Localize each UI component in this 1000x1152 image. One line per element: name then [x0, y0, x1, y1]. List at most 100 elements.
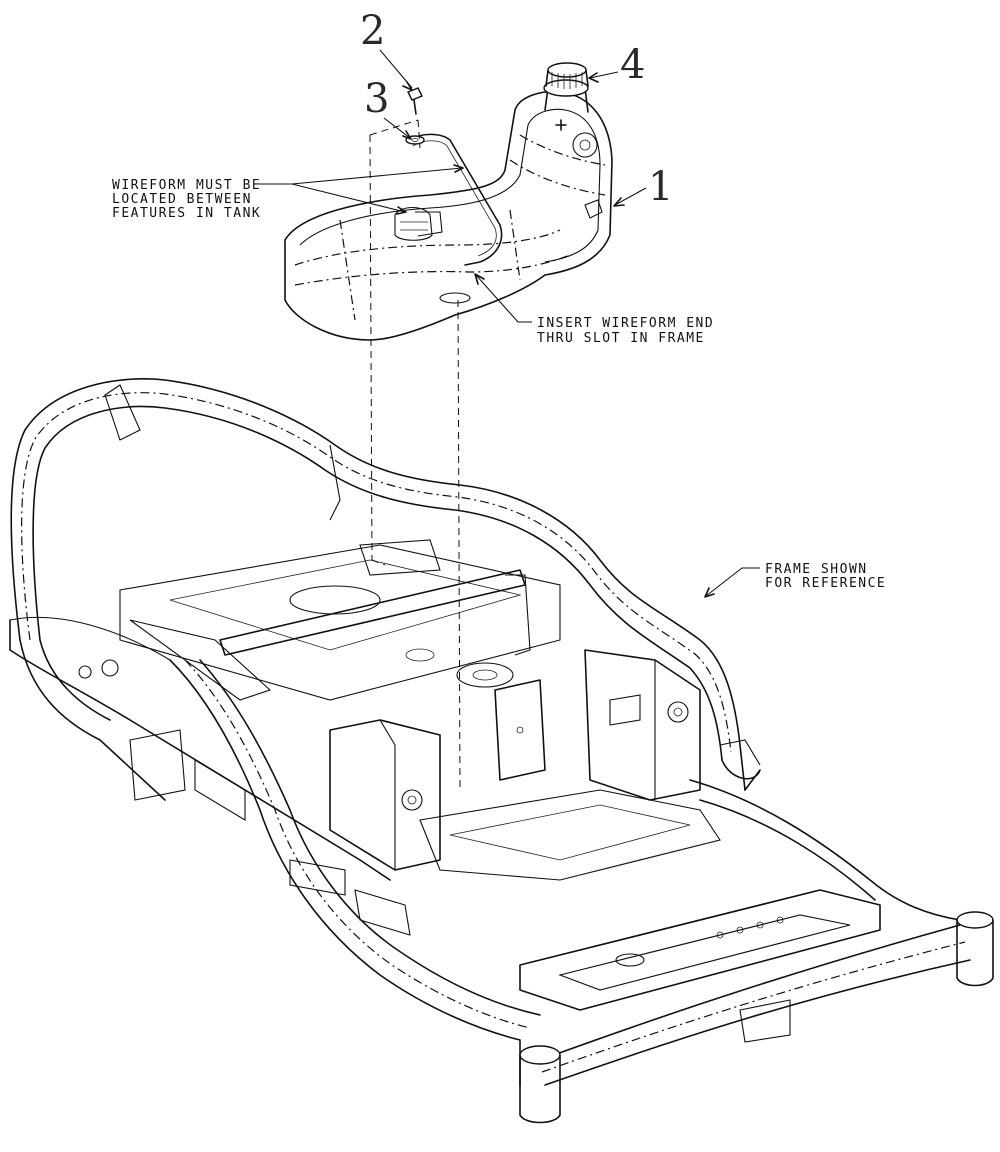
frame-right-box-bracket [584, 649, 701, 801]
frame-front-hitch [739, 999, 791, 1043]
frame-left-bolt [78, 665, 92, 679]
frame-front-crosstube-centerline [541, 941, 966, 1073]
fuel-tank-upper-crease [299, 108, 601, 263]
tank-side-tab [584, 199, 603, 219]
frame-foot-plate-inner [558, 914, 851, 991]
fuel-cap-grip-ribs [551, 72, 583, 89]
frame-rear-loop-centerline [21, 392, 732, 753]
tank-wireform-feature-2 [415, 211, 443, 237]
frame-deck-plate [119, 544, 561, 701]
note-wireform-line-1: WIREFORM MUST BE [112, 178, 261, 193]
note-wireform-line-2: LOCATED BETWEEN [112, 192, 252, 207]
frame-foot-plate-hole-4 [776, 916, 784, 924]
frame-deck-plate-inner [169, 559, 522, 651]
alignment-line-washer [417, 119, 421, 149]
frame-side-tube-outer [169, 659, 521, 1086]
fuel-tank-drawing [284, 62, 613, 341]
frame-left-front-cylinder [519, 1054, 561, 1124]
tank-wireform-feature-1 [394, 206, 433, 241]
screw-head [407, 87, 423, 101]
fuel-tank-mold-line-5 [339, 219, 356, 321]
wireform-strap [409, 133, 503, 266]
callout-4-arrowhead [588, 72, 599, 83]
fuel-tank-mold-line-3 [519, 134, 606, 166]
fuel-tank-mold-line-2 [294, 254, 571, 286]
frame-deck-boss [456, 662, 514, 688]
frame-right-front-cylinder [956, 919, 994, 987]
frame-left-box-hole-inner [407, 795, 417, 805]
frame-rear-right-end [721, 759, 761, 791]
frame-right-rail-lower [699, 799, 876, 901]
note-frame-reference: FRAME SHOWN FOR REFERENCE [704, 562, 886, 598]
frame-mid-lower-tab [354, 889, 411, 936]
frame-front-crosstube-upper [539, 924, 961, 1061]
frame-left-washer [101, 659, 119, 677]
frame-rear-loop-inner [32, 405, 723, 761]
frame-floor-pan-inner [449, 804, 691, 861]
callout-3-arrowhead [402, 130, 412, 140]
frame-mid-lower-bracket [289, 859, 346, 896]
frame-left-box-hole [401, 789, 423, 811]
frame-left-front-cylinder-top [519, 1045, 561, 1065]
note-frame-line-2: FOR REFERENCE [765, 576, 886, 591]
callout-4-leader [589, 71, 619, 79]
note-wireform-arrowhead-2 [453, 164, 464, 173]
frame-right-front-cylinder-top [956, 911, 994, 929]
frame-foot-plate-hole-1 [716, 931, 724, 939]
frame-floor-pan [419, 789, 721, 881]
fuel-tank-mold-line-1 [294, 229, 561, 266]
note-insert-wireform: INSERT WIREFORM END THRU SLOT IN FRAME [474, 273, 714, 346]
note-wireform-line-3: FEATURES IN TANK [112, 206, 261, 221]
callout-3-leader [383, 117, 411, 139]
frame-deck-boss-inner [472, 669, 498, 681]
fuel-tank-body [284, 90, 613, 341]
frame-center-bracket [494, 679, 546, 781]
alignment-line-left-foot [371, 559, 386, 566]
tank-vent-fitting [572, 132, 598, 158]
note-wireform-leader-1 [258, 183, 406, 213]
fuel-cap-base [543, 79, 589, 97]
fuel-tank-mold-line-6 [509, 209, 521, 281]
fuel-cap-top [547, 62, 587, 78]
frame-side-tube-centerline [184, 659, 531, 1029]
callout-1-arrowhead [613, 197, 625, 207]
frame-left-crossbar [9, 616, 171, 661]
frame-foot-plate-boss [615, 953, 645, 967]
fuel-tank-mold-line-4 [509, 159, 606, 196]
callout-2-arrowhead [402, 81, 413, 91]
frame-tank-slot-bracket [359, 539, 441, 576]
frame-left-box-edge [379, 719, 396, 870]
callout-number-2: 2 [360, 8, 385, 54]
note-wireform-leader-2 [291, 167, 463, 185]
frame-front-crosstube-lower [544, 959, 971, 1086]
tank-bottom-slot [439, 292, 471, 304]
alignment-line-left [369, 134, 373, 561]
frame-foot-plate-hole-3 [756, 921, 764, 929]
frame-left-bottom-rail [9, 619, 391, 881]
callout-1-leader [614, 187, 647, 206]
note-insert-line-2: THRU SLOT IN FRAME [537, 331, 705, 346]
frame-center-bracket-hole [516, 726, 524, 734]
tank-wireform-feature-1-ribs [400, 221, 428, 231]
callout-number-3: 3 [364, 76, 389, 122]
frame-left-leg-outer [19, 639, 166, 801]
frame-right-box-hole-inner [673, 707, 683, 717]
note-frame-line-1: FRAME SHOWN [765, 562, 868, 577]
note-insert-line-1: INSERT WIREFORM END [537, 316, 714, 331]
frame-foot-plate-hole-2 [736, 926, 744, 934]
frame-upper-rear-edge [329, 444, 341, 521]
screw-hardware [407, 87, 423, 115]
frame-left-lower-tab [194, 759, 246, 821]
frame-side-tube-inner [199, 659, 541, 1016]
callout-number-1: 1 [648, 164, 673, 210]
frame-right-rail-upper [689, 779, 961, 921]
note-insert-arrowhead [474, 273, 485, 285]
frame-tank-mount-plate [129, 619, 272, 701]
frame-left-box-bracket [329, 719, 441, 871]
note-frame-arrowhead [704, 587, 715, 598]
washer-hole [411, 138, 419, 142]
frame-upper-weld-tab [104, 384, 141, 441]
callout-number-4: 4 [620, 42, 645, 88]
